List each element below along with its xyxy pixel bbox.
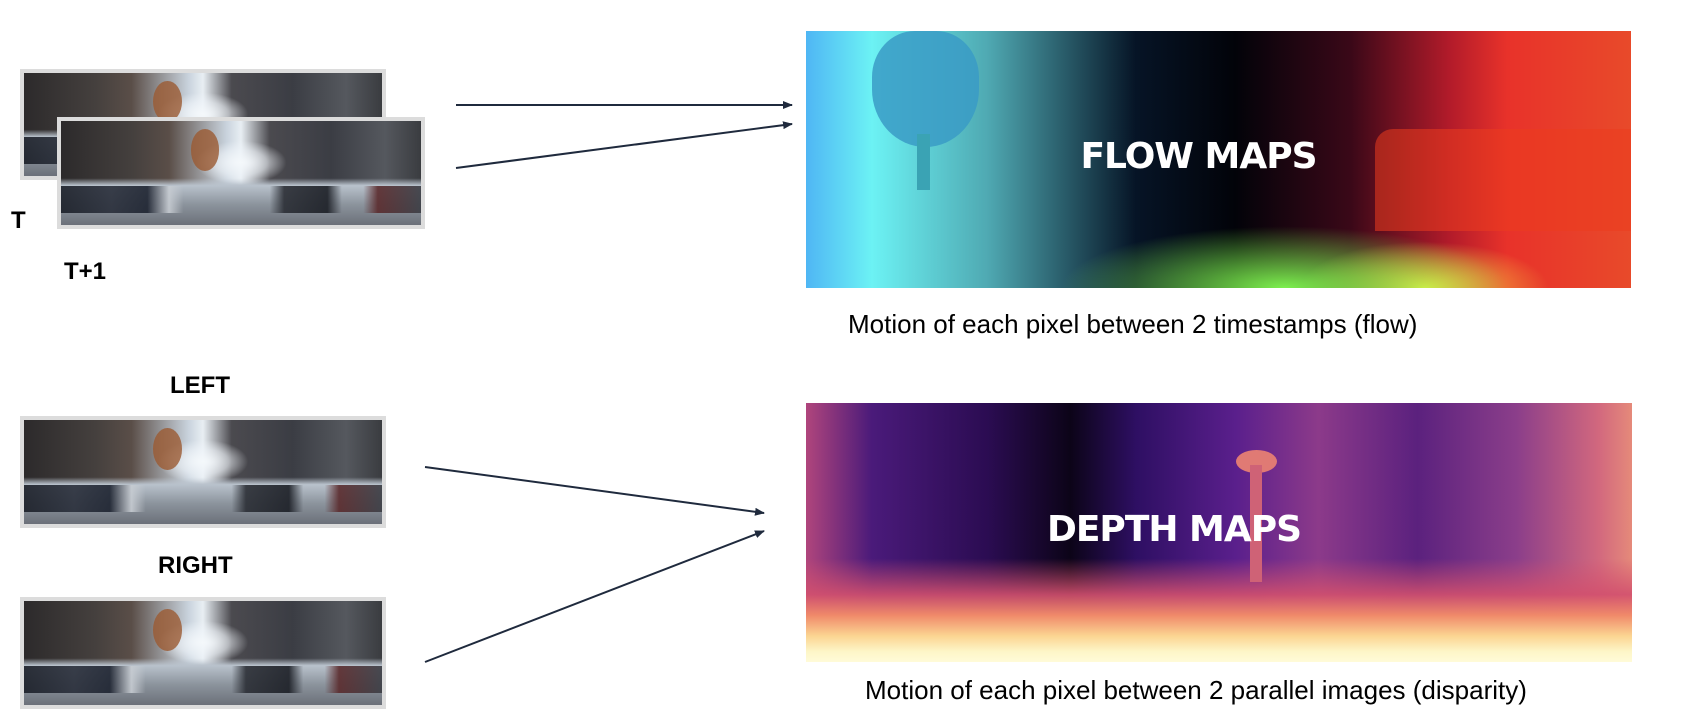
right-image	[20, 597, 386, 709]
depth-map-title: DEPTH MAPS	[1046, 509, 1302, 550]
arrow-t1-to-flow	[455, 121, 793, 169]
label-left: LEFT	[170, 372, 230, 399]
flow-map-title: FLOW MAPS	[1080, 136, 1317, 177]
label-t: T	[11, 207, 26, 234]
depth-map-image: DEPTH MAPS	[806, 403, 1632, 662]
label-t1: T+1	[64, 258, 107, 285]
label-right: RIGHT	[158, 552, 233, 579]
arrow-right-to-depth	[424, 530, 765, 663]
frame-t1-image	[57, 117, 425, 229]
left-image	[20, 416, 386, 528]
depth-map-caption: Motion of each pixel between 2 parallel …	[865, 675, 1527, 705]
flow-map-caption: Motion of each pixel between 2 timestamp…	[848, 309, 1418, 339]
flow-map-image: FLOW MAPS	[806, 31, 1631, 288]
arrow-left-to-depth	[424, 466, 765, 516]
